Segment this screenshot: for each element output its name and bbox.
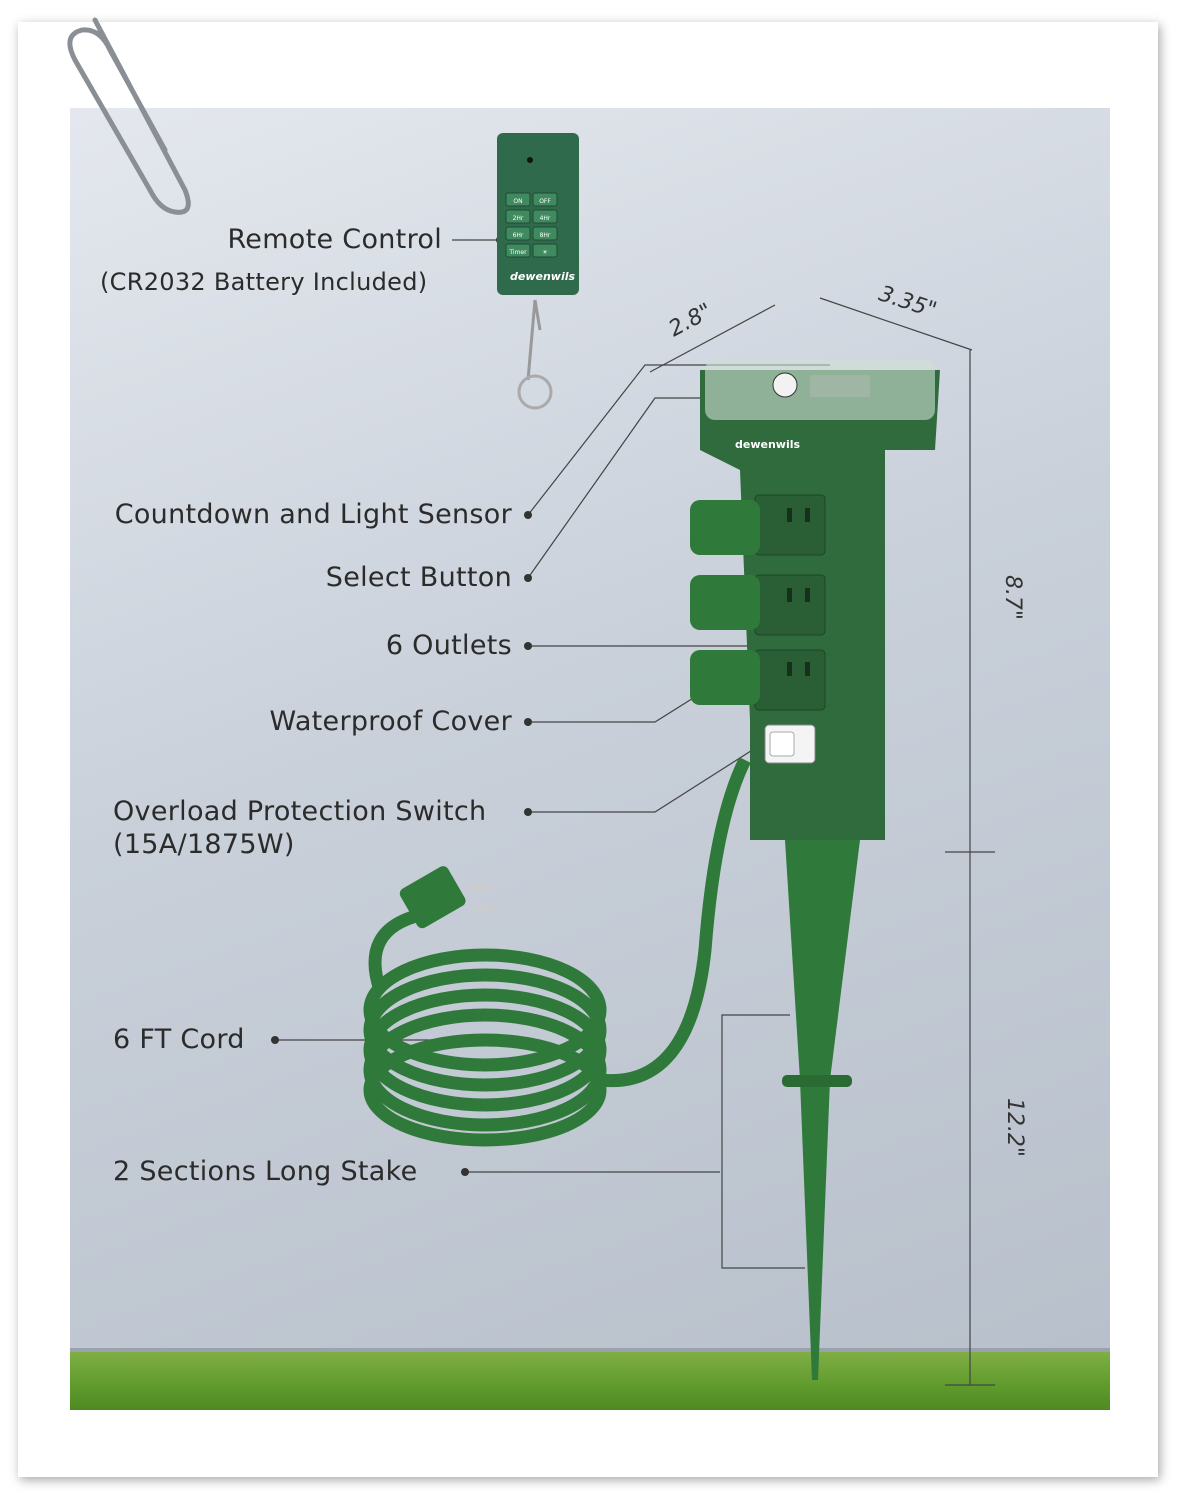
callout-remote-control: Remote Control [227, 224, 442, 255]
remote-button-on: ON [513, 198, 522, 205]
waterproof-covers [690, 500, 760, 705]
remote-brand-logo: dewenwils [510, 270, 576, 283]
callout-outlets: 6 Outlets [385, 630, 512, 661]
callout-sensor: Countdown and Light Sensor [114, 499, 512, 530]
callout-stake: 2 Sections Long Stake [113, 1156, 418, 1187]
callout-cord: 6 FT Cord [113, 1024, 245, 1055]
grass-strip [70, 1352, 1110, 1410]
power-cord [363, 757, 751, 1147]
remote-button-2hr: 2Hr [513, 215, 524, 222]
wall-ledge [70, 1348, 1110, 1352]
select-button [772, 372, 798, 398]
callout-remote-battery: (CR2032 Battery Included) [100, 268, 428, 296]
dimension-body-height: 8.7" [1000, 574, 1026, 621]
paperclip-icon [67, 17, 191, 215]
callout-select-button: Select Button [325, 562, 512, 593]
outdoor-power-stake [690, 360, 940, 840]
remote-button-timer: Timer [508, 249, 527, 256]
keychain [526, 299, 542, 381]
remote-button-6hr: 6Hr [513, 232, 524, 239]
remote-button-8hr: 8Hr [540, 232, 551, 239]
remote-control [497, 133, 579, 410]
callout-waterproof-cover: Waterproof Cover [269, 706, 512, 737]
product-photo-background [70, 108, 1110, 1410]
key-ring-icon [517, 374, 553, 410]
product-brand-logo: dewenwils [735, 438, 801, 451]
callout-overload-switch: Overload Protection Switch [113, 796, 487, 827]
dimension-stake-height: 12.2" [1002, 1097, 1028, 1158]
remote-button-off: OFF [539, 198, 551, 205]
callout-overload-rating: (15A/1875W) [113, 829, 295, 860]
remote-button-4hr: 4Hr [540, 215, 551, 222]
remote-button-light-icon: ☀ [542, 249, 548, 256]
ground-stake [785, 840, 860, 1380]
display [810, 375, 870, 397]
plug-icon [399, 866, 494, 929]
